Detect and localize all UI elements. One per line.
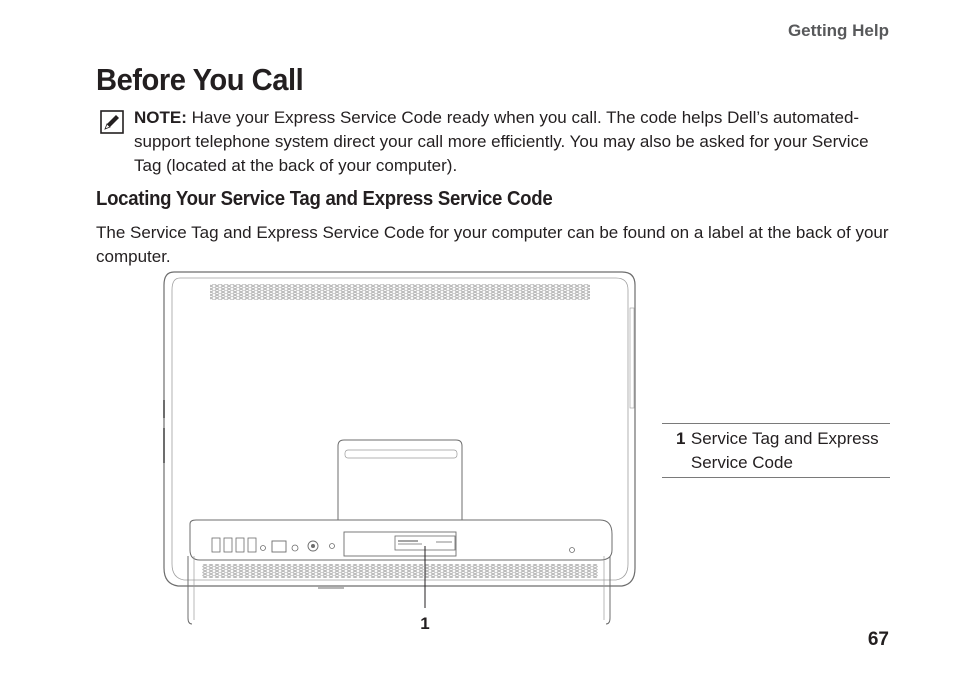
callout-rule-bottom [662,477,890,478]
callout-number: 1 [676,429,686,448]
callout-row: 1 Service Tag and Express Service Code [662,424,890,477]
section-heading: Locating Your Service Tag and Express Se… [96,188,553,210]
note-label: NOTE: [134,108,187,127]
page-number: 67 [867,629,889,650]
computer-back-illustration: 1 [163,271,636,633]
callout-table: 1 Service Tag and Express Service Code [662,423,890,478]
callout-rule-top [662,423,890,424]
callout-marker: 1 [420,614,429,633]
callout-description: Service Tag and Express Service Code [690,429,879,472]
section-header: Getting Help [787,21,889,40]
page-title: Before You Call [96,62,304,97]
note-text: NOTE: Have your Express Service Code rea… [134,106,884,178]
note-pencil-icon [100,110,124,134]
body-paragraph: The Service Tag and Express Service Code… [96,223,889,266]
note-body: Have your Express Service Code ready whe… [134,108,869,175]
